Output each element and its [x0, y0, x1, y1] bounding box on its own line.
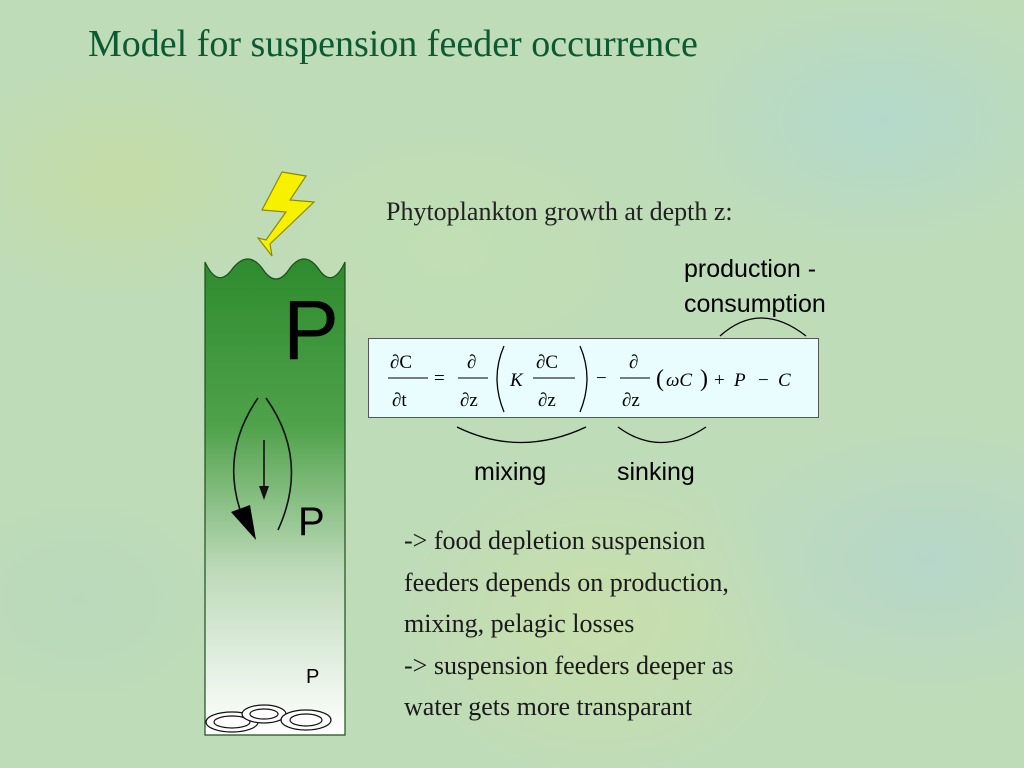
mixing-label: mixing [474, 458, 547, 486]
production-consumption-label: production - consumption [684, 255, 826, 318]
eq-d1: ∂ [467, 352, 476, 373]
eq-minus1: − [596, 368, 607, 389]
bullet-line: water gets more transparant [404, 692, 693, 721]
bullet-line: mixing, pelagic losses [404, 609, 635, 638]
bullet-line: feeders depends on production, [404, 567, 729, 597]
eq-dz3: ∂z [622, 390, 640, 411]
eq-d2: ∂ [629, 352, 638, 373]
eq-dC2: ∂C [536, 352, 558, 373]
bullet-line: -> food depletion suspension [404, 526, 706, 555]
phytoplankton-label-small: P [306, 666, 320, 688]
eq-dz1: ∂z [460, 390, 478, 411]
eq-P: P [733, 370, 746, 391]
water-column [204, 258, 346, 736]
eq-dz2: ∂z [538, 390, 556, 411]
eq-K: K [509, 370, 524, 391]
eq-minus2: − [758, 370, 769, 391]
bullet-line: -> suspension feeders deeper as [404, 650, 734, 680]
svg-text:): ) [700, 366, 708, 392]
sinking-label: sinking [617, 458, 695, 486]
production-brace [719, 317, 807, 337]
svg-text:(: ( [656, 366, 664, 392]
equation-box [368, 338, 819, 418]
page-title: Model for suspension feeder occurrence [88, 23, 698, 65]
mussels-icon [205, 704, 332, 733]
mixing-brace [456, 426, 587, 444]
eq-C: C [778, 370, 791, 391]
eq-dC: ∂C [390, 352, 412, 373]
conclusion-text: -> food depletion suspension feeders dep… [404, 520, 864, 728]
eq-equals: = [434, 368, 445, 389]
lightning-bolt-icon [256, 171, 316, 257]
phytoplankton-label-large: P [283, 283, 340, 377]
arrowhead-icon [231, 505, 256, 540]
sinking-brace [617, 426, 707, 444]
eq-plus: + [714, 370, 725, 391]
eq-wC: ωC [666, 370, 692, 391]
phytoplankton-label-medium: P [298, 500, 325, 544]
equation-heading: Phytoplankton growth at depth z: [386, 197, 733, 226]
eq-dt: ∂t [392, 390, 407, 411]
